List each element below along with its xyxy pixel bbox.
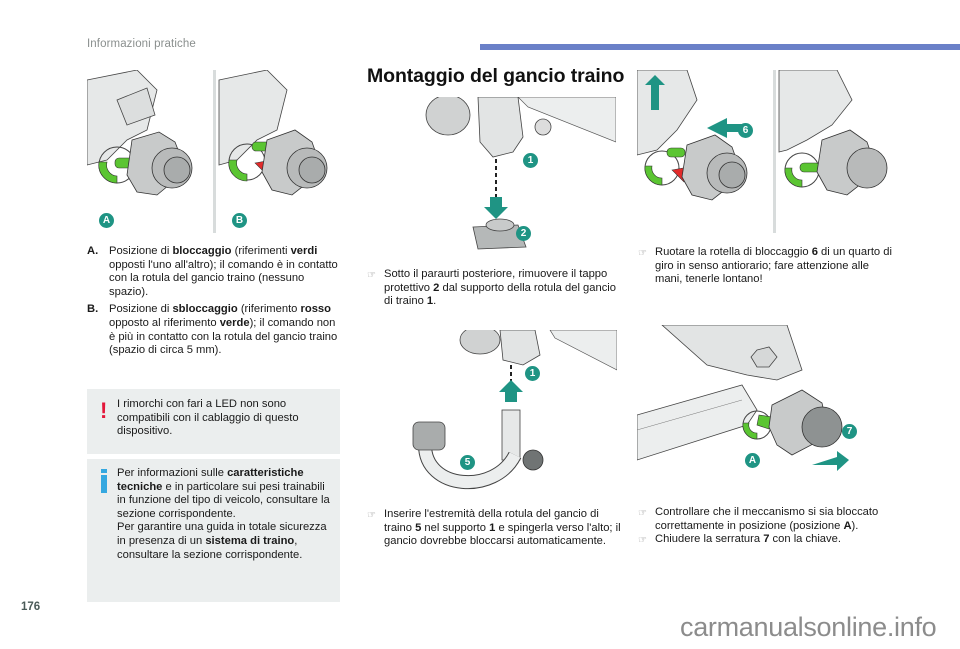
label-badge-a: A xyxy=(99,213,114,228)
text-run: con la chiave. xyxy=(769,533,841,546)
emphasis: bloccaggio xyxy=(172,245,232,257)
text-run: , consultare la sezione corrispondente. xyxy=(117,534,303,561)
info-icon xyxy=(101,469,107,493)
pointing-hand-icon: ☞ xyxy=(638,248,647,259)
emphasis: A xyxy=(843,519,852,532)
text-run: opposto al riferimento xyxy=(109,316,220,329)
emphasis: verde xyxy=(219,316,250,329)
pointing-hand-icon: ☞ xyxy=(638,535,647,547)
label-badge-a-lock: A xyxy=(745,453,760,468)
text-run: Ruotare la rotella di bloccaggio xyxy=(655,246,812,258)
emphasis: 7 xyxy=(763,533,770,546)
text-run: (riferimenti xyxy=(231,245,291,257)
text-run: e spingerla verso l'alto; il gancio dovr… xyxy=(384,521,621,548)
label-badge-1: 1 xyxy=(523,153,538,168)
illustration-insert-towball: 1 5 xyxy=(405,330,617,495)
text-run: Posizione di xyxy=(109,303,173,316)
step-close: ☞ Chiudere la serratura 7 con la chiave. xyxy=(638,533,893,548)
emphasis: verdi xyxy=(290,245,318,257)
warning-box: ! I rimorchi con fari a LED non sono com… xyxy=(87,389,340,454)
pointing-hand-icon: ☞ xyxy=(638,508,647,519)
text-run: ); il comando non è più in contatto con … xyxy=(109,316,338,357)
emphasis: sbloccaggio xyxy=(172,303,238,316)
label-badge-1-insert: 1 xyxy=(525,366,540,381)
header-accent-bar xyxy=(480,44,960,50)
text-run: Chiudere la serratura xyxy=(655,533,764,546)
emphasis: rosso xyxy=(300,303,331,316)
step-check-text: Controllare che il meccanismo si sia blo… xyxy=(655,506,893,533)
text-run: Sotto il paraurti posteriore, rimuovere … xyxy=(384,268,608,294)
text-run: nel supporto xyxy=(421,521,490,534)
position-b-item: B. Posizione di sbloccaggio (riferimento… xyxy=(87,303,342,357)
step-rotate: ☞ Ruotare la rotella di bloccaggio 6 di … xyxy=(638,246,893,287)
emphasis: 1 xyxy=(426,295,434,308)
info-text: Per informazioni sulle caratteristiche t… xyxy=(117,467,330,562)
illustration-rotate-wheel: 6 xyxy=(637,70,892,233)
info-box: Per informazioni sulle caratteristiche t… xyxy=(87,459,340,602)
text-run: Posizione di xyxy=(109,245,173,257)
step-check: ☞ Controllare che il meccanismo si sia b… xyxy=(638,506,893,533)
page-number: 176 xyxy=(21,601,41,613)
text-run: ). xyxy=(851,519,859,532)
label-badge-5: 5 xyxy=(460,455,475,470)
pointing-hand-icon: ☞ xyxy=(367,510,376,521)
step-remove-cap: ☞ Sotto il paraurti posteriore, rimuover… xyxy=(367,268,622,309)
emphasis: 5 xyxy=(415,521,422,534)
label-badge-b: B xyxy=(232,213,247,228)
label-badge-6: 6 xyxy=(738,123,753,138)
lock-positions-list: A. Posizione di bloccaggio (riferimenti … xyxy=(87,245,342,362)
text-run: Inserire l'estremità della rotula del ga… xyxy=(384,508,599,534)
watermark: carmanualsonline.info xyxy=(680,612,937,642)
pointing-hand-icon: ☞ xyxy=(367,270,376,281)
text-run: Per informazioni sulle xyxy=(117,467,228,479)
step-insert: ☞ Inserire l'estremità della rotula del … xyxy=(367,508,622,549)
illustration-lock-key: 7 A xyxy=(637,325,865,485)
illustration-lock-positions: A B xyxy=(87,70,337,233)
text-run: Per garantire una guida in totale sicure… xyxy=(117,521,327,547)
emphasis: 2 xyxy=(433,281,440,294)
running-header: Informazioni pratiche xyxy=(87,38,196,50)
step-close-text: Chiudere la serratura 7 con la chiave. xyxy=(655,533,841,548)
text-run: opposti l'uno all'altro); il comando è i… xyxy=(109,258,338,298)
text-run: (riferimento xyxy=(237,303,301,316)
text-run: Controllare che il meccanismo si sia blo… xyxy=(655,506,879,532)
label-badge-7: 7 xyxy=(842,424,857,439)
text-run: di un quarto di giro in senso antiorario… xyxy=(655,246,892,286)
steps-check-close: ☞ Controllare che il meccanismo si sia b… xyxy=(638,506,893,548)
step-remove-cap-text: Sotto il paraurti posteriore, rimuovere … xyxy=(384,268,622,309)
warning-text: I rimorchi con fari a LED non sono compa… xyxy=(117,398,299,438)
text-run: e in particolare sui pesi trainabili in … xyxy=(117,480,330,520)
illustration-remove-cap: 1 2 xyxy=(418,97,616,255)
position-b-letter: B. xyxy=(87,303,99,316)
emphasis: caratteristiche tecniche xyxy=(117,467,304,493)
emphasis: sistema di traino xyxy=(205,534,295,547)
step-insert-text: Inserire l'estremità della rotula del ga… xyxy=(384,508,622,549)
label-badge-2: 2 xyxy=(516,226,531,241)
text-run: dal supporto della rotula del gancio di … xyxy=(384,281,617,308)
position-a-item: A. Posizione di bloccaggio (riferimenti … xyxy=(87,245,342,299)
position-a-text: Posizione di bloccaggio (riferimenti ver… xyxy=(109,245,342,299)
step-rotate-text: Ruotare la rotella di bloccaggio 6 di un… xyxy=(655,246,893,287)
position-b-text: Posizione di sbloccaggio (riferimento ro… xyxy=(109,303,342,357)
position-a-letter: A. xyxy=(87,245,99,257)
page-title: Montaggio del gancio traino xyxy=(367,65,625,87)
exclamation-warning-icon: ! xyxy=(100,398,108,423)
text-run: . xyxy=(433,295,437,308)
emphasis: 6 xyxy=(811,246,818,258)
emphasis: 1 xyxy=(489,521,496,534)
